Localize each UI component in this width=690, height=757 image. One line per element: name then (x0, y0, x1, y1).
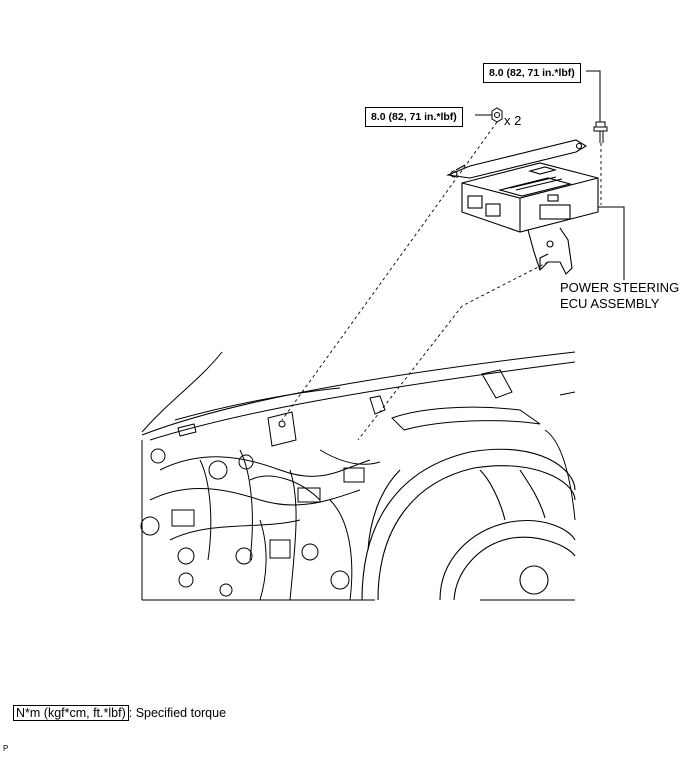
part-label-line2: ECU ASSEMBLY (560, 296, 660, 311)
legend-symbol-box: N*m (kgf*cm, ft.*lbf) (13, 705, 129, 721)
alignment-lines (281, 121, 602, 441)
bolt-icon (593, 121, 608, 143)
nut-quantity: x 2 (504, 113, 522, 128)
nut-torque-callout: 8.0 (82, 71 in.*lbf) (365, 107, 463, 127)
steering-wheel-drawing (361, 448, 576, 601)
legend-description: : Specified torque (128, 706, 227, 720)
dashboard-drawing (140, 351, 576, 601)
nut-icon (491, 107, 503, 123)
ecu-assembly-drawing (445, 139, 599, 275)
footer-code: P (3, 744, 9, 753)
part-label-leader-line (598, 206, 625, 280)
bolt-torque-callout: 8.0 (82, 71 in.*lbf) (483, 63, 581, 83)
power-steering-ecu-label: POWER STEERING ECU ASSEMBLY (560, 280, 679, 312)
part-label-line1: POWER STEERING (560, 280, 680, 295)
torque-legend: N*m (kgf*cm, ft.*lbf): Specified torque (13, 705, 227, 721)
bolt-leader-line (586, 70, 601, 122)
